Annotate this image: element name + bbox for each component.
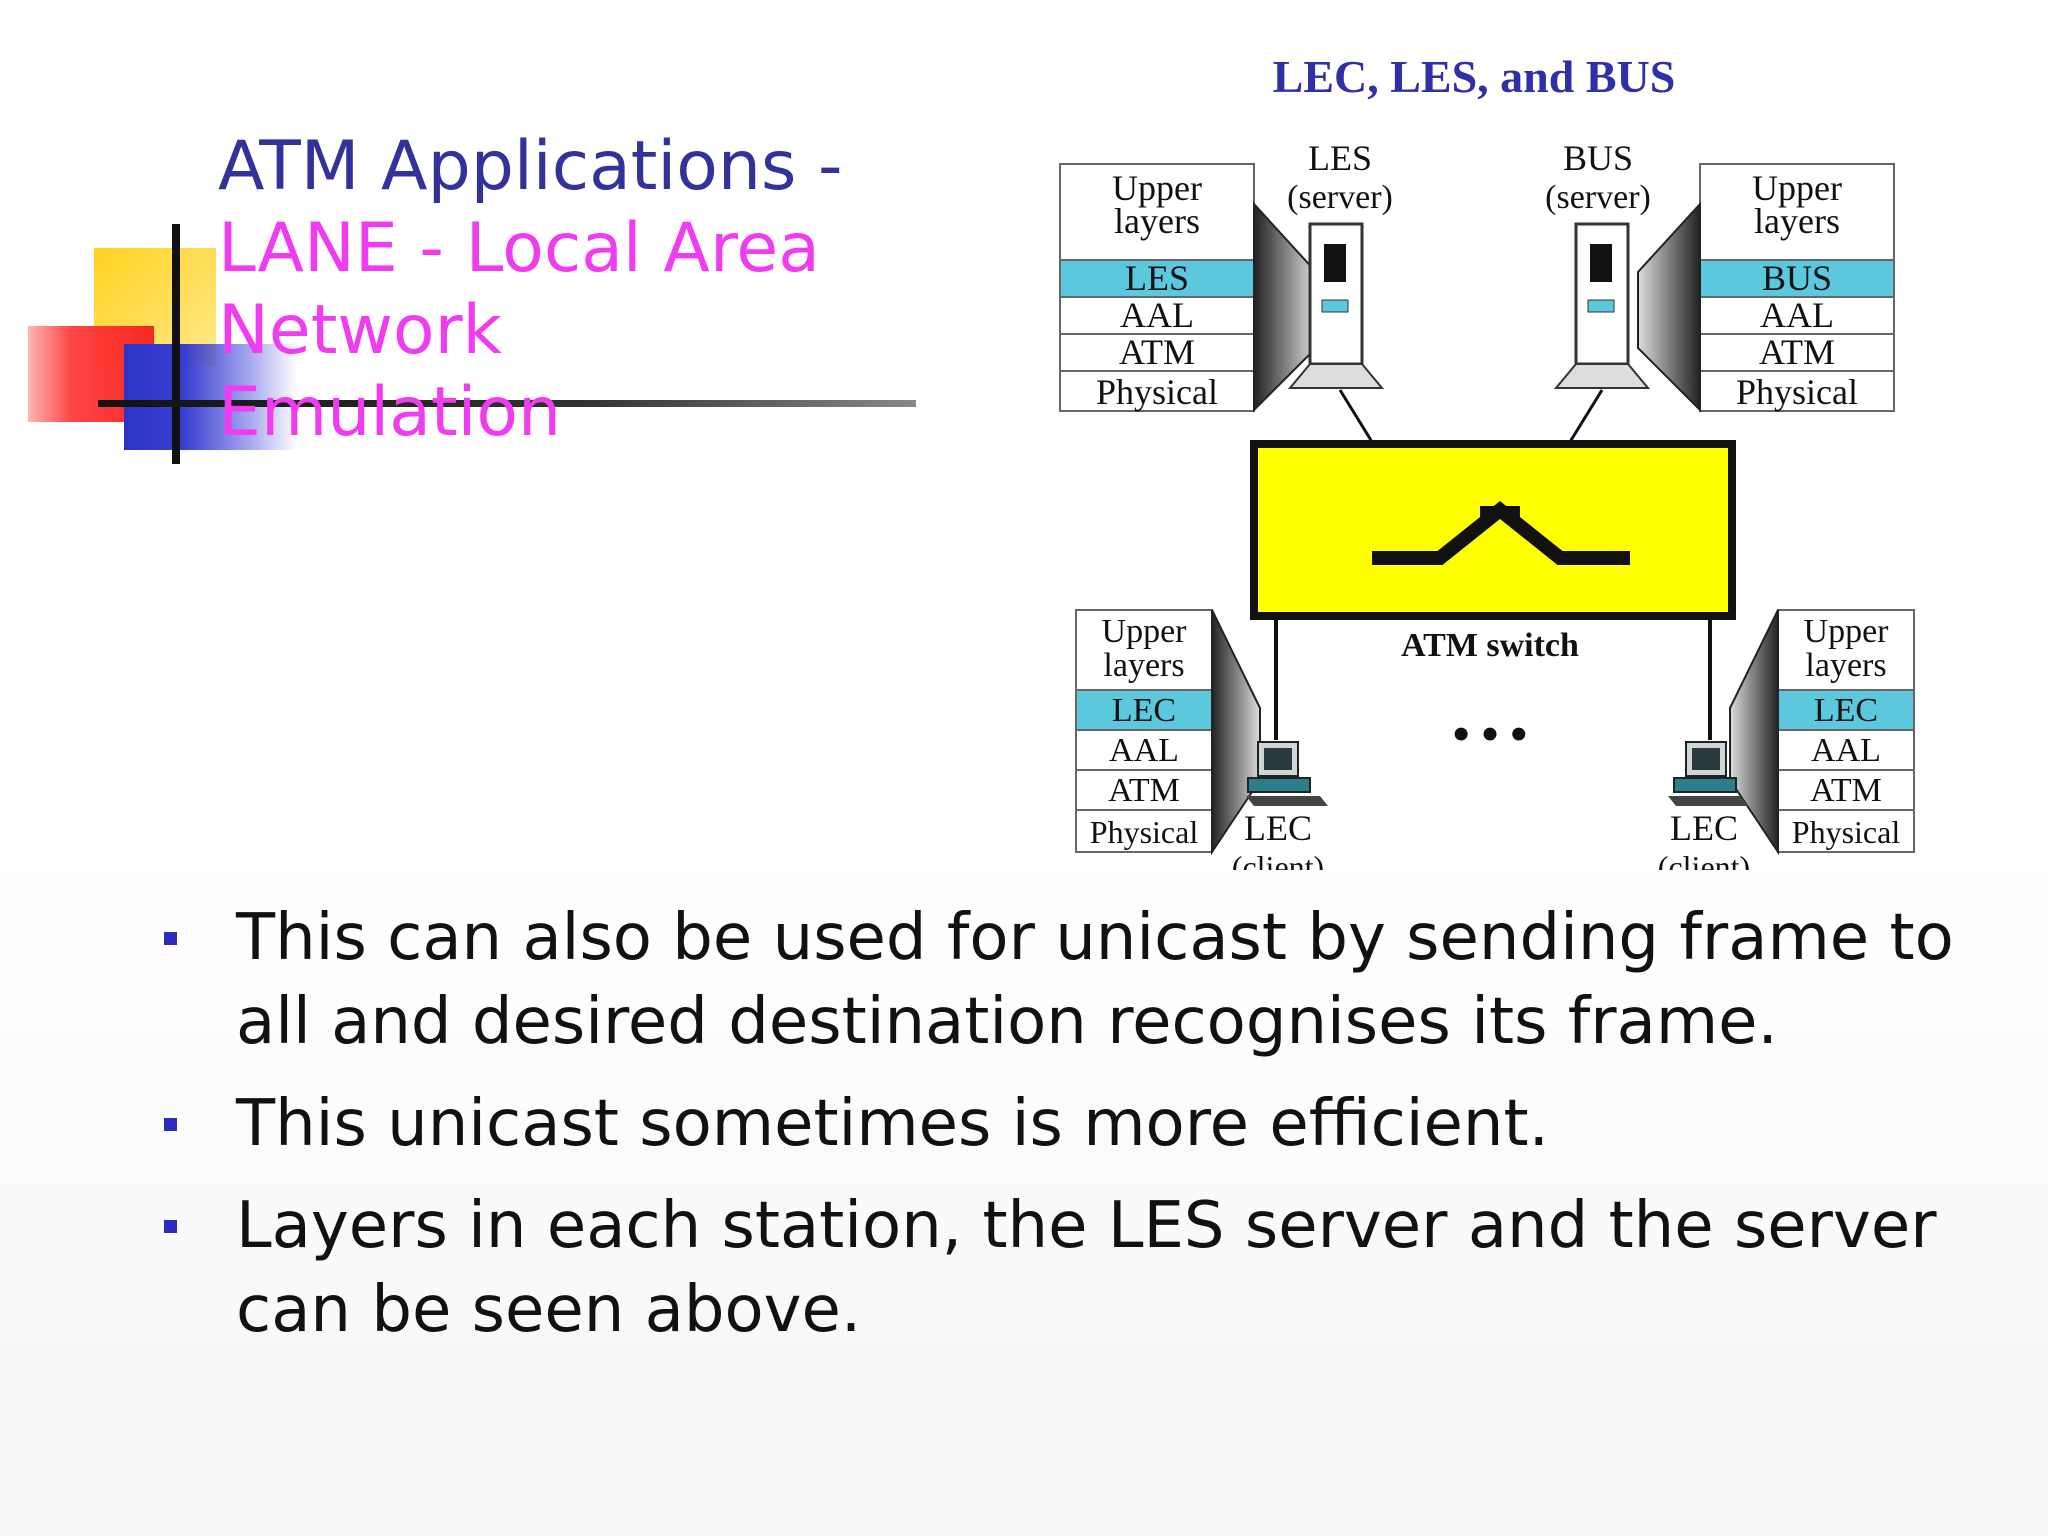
lec-right-stack-physical: Physical <box>1792 814 1901 850</box>
bullet-square-icon <box>164 1118 177 1131</box>
title-line-3: Network Emulation <box>218 291 562 452</box>
lec-left-stack-upper: Upper <box>1102 613 1188 650</box>
les-stack-aal: AAL <box>1120 295 1194 335</box>
les-server-icon <box>1287 222 1385 389</box>
title-line-2: LANE - Local Area <box>218 209 820 288</box>
more-clients-ellipsis: • • • <box>1453 708 1527 761</box>
lec-right-label: LEC <box>1670 808 1738 848</box>
bullet-text: This can also be used for unicast by sen… <box>236 901 1954 1059</box>
les-label: LES <box>1308 138 1372 178</box>
lec-right-role: (client) <box>1658 849 1750 870</box>
title-line-1: ATM Applications - <box>218 127 843 206</box>
lec-left-label: LEC <box>1244 808 1312 848</box>
lec-left-protocol-stack: Upper layers LEC AAL ATM Physical <box>1075 609 1261 856</box>
diagram-caption: LEC, LES, and BUS <box>1273 51 1676 102</box>
bus-stack-physical: Physical <box>1736 372 1858 412</box>
les-stack-layers: layers <box>1114 201 1200 241</box>
atm-switch-label: ATM switch <box>1401 627 1579 664</box>
bus-label: BUS <box>1563 138 1633 178</box>
atm-switch <box>1250 440 1736 620</box>
bullet-text: This unicast sometimes is more efficient… <box>236 1087 1549 1161</box>
bullet-square-icon <box>164 932 177 945</box>
les-stack-atm: ATM <box>1119 332 1195 372</box>
bullet-text: Layers in each station, the LES server a… <box>236 1189 1937 1347</box>
blue-square-decoration <box>124 344 298 450</box>
lec-right-stack-atm: ATM <box>1810 772 1882 809</box>
bullet-square-icon <box>164 1220 177 1233</box>
lec-left-stack-aal: AAL <box>1109 732 1179 769</box>
les-role: (server) <box>1287 179 1393 216</box>
lec-right-stack-aal: AAL <box>1811 732 1881 769</box>
slide-title: ATM Applications - LANE - Local Area Net… <box>218 126 858 454</box>
lec-right-protocol-stack: Upper layers LEC AAL ATM Physical <box>1729 609 1915 856</box>
les-protocol-stack: Upper layers LES AAL ATM Physical <box>1059 163 1317 413</box>
bullet-item: This unicast sometimes is more efficient… <box>150 1082 2020 1166</box>
lec-right-computer-icon <box>1668 741 1748 806</box>
les-stack-les: LES <box>1125 258 1189 298</box>
lec-left-stack-physical: Physical <box>1090 814 1199 850</box>
bus-protocol-stack: Upper layers BUS AAL ATM Physical <box>1637 163 1895 413</box>
lec-right-stack-layers: layers <box>1805 647 1886 684</box>
bullet-item: Layers in each station, the LES server a… <box>150 1184 2020 1352</box>
lec-left-stack-lec: LEC <box>1112 692 1176 729</box>
les-stack-upper: Upper <box>1112 168 1202 208</box>
bullet-item: This can also be used for unicast by sen… <box>150 896 2020 1064</box>
bus-stack-bus: BUS <box>1762 258 1832 298</box>
bus-stack-upper: Upper <box>1752 168 1842 208</box>
lec-left-stack-atm: ATM <box>1108 772 1180 809</box>
vertical-rule <box>172 224 180 464</box>
bus-role: (server) <box>1545 179 1651 216</box>
les-stack-physical: Physical <box>1096 372 1218 412</box>
lec-right-stack-lec: LEC <box>1814 692 1878 729</box>
bus-server-icon <box>1553 222 1651 389</box>
title-underline <box>98 400 916 407</box>
lane-diagram-svg: LEC, LES, and BUS LES (server) BUS (serv… <box>1059 51 1915 870</box>
lec-left-role: (client) <box>1232 849 1324 870</box>
bullet-list: This can also be used for unicast by sen… <box>150 896 2020 1370</box>
lec-left-stack-layers: layers <box>1103 647 1184 684</box>
bus-stack-layers: layers <box>1754 201 1840 241</box>
bus-stack-atm: ATM <box>1759 332 1835 372</box>
bus-stack-aal: AAL <box>1760 295 1834 335</box>
lane-diagram: LEC, LES, and BUS LES (server) BUS (serv… <box>1040 40 2040 870</box>
lec-right-stack-upper: Upper <box>1804 613 1890 650</box>
lec-left-computer-icon <box>1246 741 1328 806</box>
